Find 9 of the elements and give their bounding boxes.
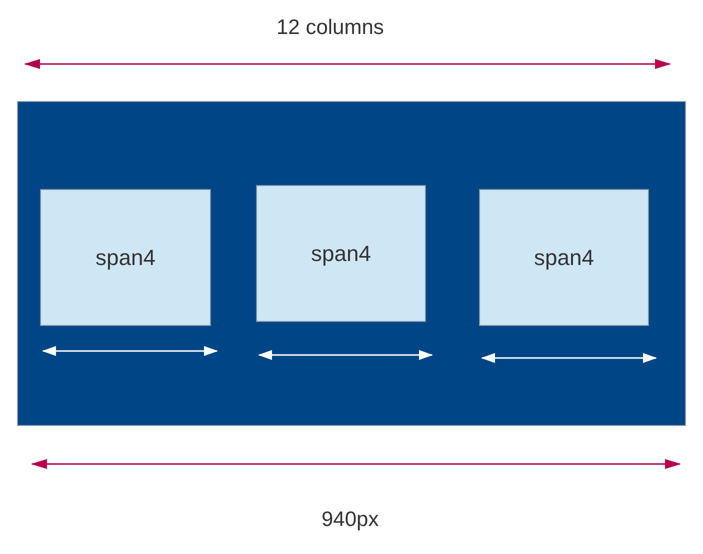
column-box xyxy=(256,185,426,322)
dimension-label: 940px xyxy=(322,508,379,532)
panel-background xyxy=(17,101,686,426)
column-label: span4 xyxy=(96,244,156,270)
dimension-label: 12 columns xyxy=(276,16,384,40)
column-box xyxy=(40,189,211,326)
column-label: span4 xyxy=(534,244,594,270)
column-box xyxy=(479,189,649,326)
column-label: span4 xyxy=(311,240,371,266)
